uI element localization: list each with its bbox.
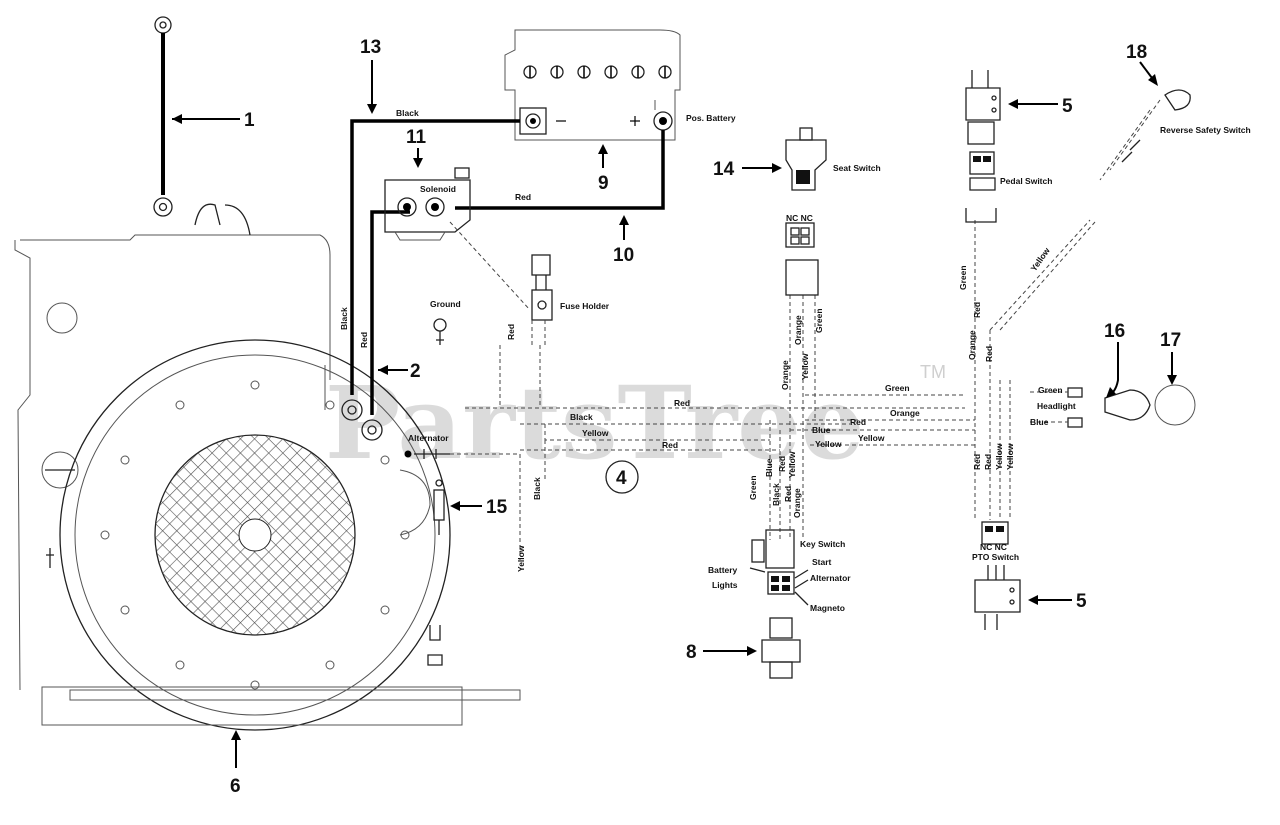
key-switch-start-label: Start <box>812 557 832 567</box>
lamp-wire-green-label: Green <box>1038 385 1063 395</box>
wire-red-solenoid: Red <box>515 192 531 202</box>
pto-switch <box>974 521 1021 630</box>
callout-9: 9 <box>598 173 609 194</box>
seat-switch-label: Seat Switch <box>833 163 881 173</box>
wire-red-fuse: Red <box>506 324 516 340</box>
wire-green-right: Green <box>885 383 910 393</box>
wire-red-harness: Red <box>674 398 690 408</box>
wire-red-pto: Red <box>972 454 982 470</box>
solenoid <box>384 167 471 241</box>
callout-13: 13 <box>360 37 381 58</box>
ground-terminal <box>433 318 447 345</box>
wire-yellow-right-2: Yellow <box>858 433 885 443</box>
fuse-holder <box>531 254 553 345</box>
wire-yellow-pto: Yellow <box>994 443 1004 470</box>
reverse-safety-switch <box>1099 89 1191 181</box>
callout-16: 16 <box>1104 321 1125 342</box>
wire-yellow-key: Yellow <box>787 451 797 478</box>
reverse-safety-switch-label: Reverse Safety Switch <box>1160 125 1251 135</box>
callout-15: 15 <box>486 497 508 518</box>
ground-label: Ground <box>430 299 461 309</box>
key-switch-battery-label: Battery <box>708 565 738 575</box>
wire-red-vertical: Red <box>359 332 369 348</box>
wire-orange-right: Orange <box>890 408 920 418</box>
wire-harness <box>465 219 1096 560</box>
callout-6: 6 <box>230 776 241 797</box>
alternator-label: Alternator <box>408 433 449 443</box>
wire-yellow-lower: Yellow <box>516 545 526 572</box>
headlight-label: Headlight <box>1037 401 1076 411</box>
callout-14: 14 <box>713 159 735 180</box>
headlight <box>1030 384 1196 428</box>
wire-yellow-reverse: Yellow <box>1028 245 1052 273</box>
lamp-wire-blue-label: Blue <box>1030 417 1049 427</box>
wire-green-key: Green <box>748 475 758 500</box>
pto-switch-label: PTO Switch <box>972 552 1019 562</box>
fuse-holder-label: Fuse Holder <box>560 301 610 311</box>
wire-blue-key: Blue <box>764 458 774 477</box>
wire-black-lower: Black <box>532 477 542 500</box>
wire-red-key-2: Red <box>783 486 793 502</box>
wire-black-top: Black <box>396 108 419 118</box>
engine-connector <box>427 625 443 666</box>
pos-battery-label: Pos. Battery <box>686 113 736 123</box>
wire-red-harness-2: Red <box>662 440 678 450</box>
ground-cable <box>153 16 173 217</box>
wire-black-key: Black <box>771 483 781 506</box>
callout-11: 11 <box>406 127 427 148</box>
wire-yellow-pto-2: Yellow <box>1005 443 1015 470</box>
callout-4: 4 <box>616 468 627 489</box>
battery <box>504 29 681 141</box>
callout-5-pto: 5 <box>1076 591 1087 612</box>
key-switch <box>749 529 809 606</box>
pedal-switch <box>965 70 1001 223</box>
callout-arrows <box>172 60 1177 768</box>
callout-1: 1 <box>244 110 255 131</box>
wire-black-vertical: Black <box>339 307 349 330</box>
part-15-connector <box>433 479 445 535</box>
wire-green-seat: Green <box>814 308 824 333</box>
seat-switch-nc-label: NC NC <box>786 213 813 223</box>
wire-yellow-harness: Yellow <box>582 428 609 438</box>
alternator-connector <box>404 449 520 459</box>
key-switch-alternator-label: Alternator <box>810 573 851 583</box>
wire-orange-seat-2: Orange <box>780 360 790 390</box>
wire-black-harness: Black <box>570 412 593 422</box>
callout-18: 18 <box>1126 42 1147 63</box>
engine <box>14 203 521 731</box>
wire-yellow-right: Yellow <box>815 439 842 449</box>
callout-17: 17 <box>1160 330 1181 351</box>
part-8-plug <box>761 617 801 679</box>
wire-orange-seat: Orange <box>793 315 803 345</box>
wire-red-pedal: Red <box>972 302 982 318</box>
pedal-switch-label: Pedal Switch <box>1000 176 1052 186</box>
wire-yellow-seat: Yellow <box>800 353 810 380</box>
wire-red-pedal-2: Red <box>984 346 994 362</box>
watermark-trademark: TM <box>920 362 946 382</box>
wire-orange-pedal: Orange <box>967 330 977 360</box>
callout-10: 10 <box>613 245 634 266</box>
solenoid-label: Solenoid <box>420 184 456 194</box>
wire-red-key: Red <box>777 456 787 472</box>
wire-blue-right: Blue <box>812 425 831 435</box>
callout-8: 8 <box>686 642 697 663</box>
wire-red-right: Red <box>850 417 866 427</box>
callout-5-pedal: 5 <box>1062 96 1073 117</box>
key-switch-magneto-label: Magneto <box>810 603 845 613</box>
wire-orange-key: Orange <box>792 488 802 518</box>
pto-switch-nc-label: NC NC <box>980 542 1007 552</box>
key-switch-lights-label: Lights <box>712 580 738 590</box>
key-switch-label: Key Switch <box>800 539 845 549</box>
callout-2: 2 <box>410 361 421 382</box>
battery-cables <box>350 119 665 415</box>
seat-switch <box>785 127 827 296</box>
wire-green-pedal: Green <box>958 265 968 290</box>
wire-red-pto-2: Red <box>983 454 993 470</box>
